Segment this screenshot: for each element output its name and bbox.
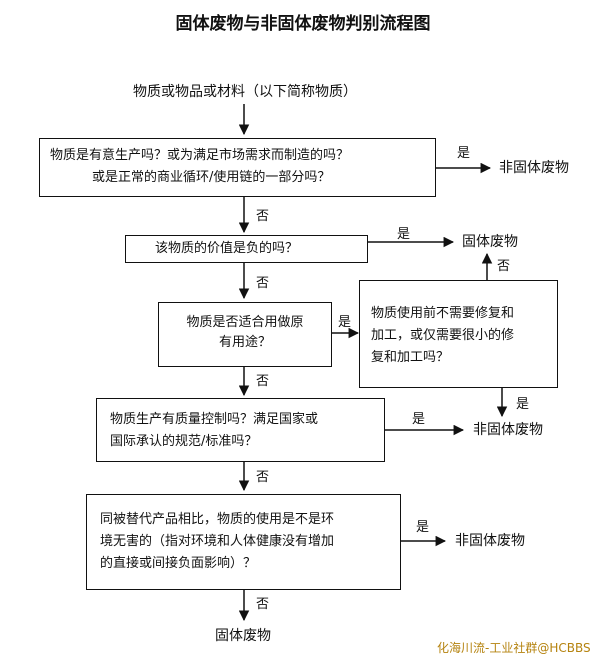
- decision-4-line-2: 国际承认的规范/标准吗？: [110, 434, 258, 449]
- decision-5-line-2: 境无害的（指对环境和人体健康没有增加: [100, 534, 335, 549]
- label-no-5: 否: [256, 597, 270, 612]
- decision-box-2: [125, 235, 368, 263]
- decision-4-line-1: 物质生产有质量控制吗？满足国家或: [110, 412, 319, 427]
- label-yes-4: 是: [412, 412, 426, 427]
- decision-2-line-1: 该物质的价值是负的吗？: [155, 241, 299, 256]
- label-yes-2: 是: [397, 227, 411, 242]
- label-yes-3: 是: [338, 315, 352, 330]
- decision-1-line-1: 物质是有意生产吗？或为满足市场需求而制造的吗？: [50, 148, 350, 163]
- label-no-4: 否: [256, 470, 270, 485]
- decision-3b-line-2: 加工，或仅需要很小的修: [371, 328, 515, 343]
- label-yes-3b: 是: [516, 397, 530, 412]
- decision-5-line-3: 的直接或间接负面影响）？: [100, 556, 257, 571]
- decision-3-line-1: 物质是否适合用做原: [186, 315, 304, 330]
- decision-3b-line-1: 物质使用前不需要修复和: [371, 306, 515, 321]
- watermark: 化海川流-工业社群@HCBBS: [437, 641, 591, 655]
- decision-box-4: [96, 398, 385, 462]
- decision-3-line-2: 有用途？: [218, 335, 271, 350]
- label-no-3: 否: [256, 374, 270, 389]
- decision-box-3: [158, 302, 332, 367]
- outcome-solid-waste-2: 固体废物: [215, 628, 271, 644]
- label-yes-5: 是: [416, 520, 430, 535]
- decision-3b-line-3: 复和加工吗？: [371, 350, 450, 365]
- decision-1-line-2: 或是正常的商业循环/使用链的一部分吗？: [92, 170, 331, 185]
- start-node: 物质或物品或材料（以下简称物质）: [133, 84, 357, 100]
- outcome-non-solid-waste-1: 非固体废物: [499, 160, 569, 176]
- label-no-1: 否: [256, 209, 270, 224]
- decision-5-line-1: 同被替代产品相比，物质的使用是不是环: [100, 512, 335, 527]
- label-no-2: 否: [256, 276, 270, 291]
- decision-box-1: [39, 138, 436, 197]
- decision-box-5: [86, 494, 401, 590]
- label-yes-1: 是: [457, 146, 471, 161]
- label-no-3b: 否: [497, 259, 511, 274]
- outcome-solid-waste-1: 固体废物: [462, 234, 518, 250]
- outcome-non-solid-waste-2: 非固体废物: [473, 422, 543, 438]
- decision-box-3b: [359, 280, 558, 388]
- diagram-title: 固体废物与非固体废物判别流程图: [175, 14, 431, 34]
- outcome-non-solid-waste-3: 非固体废物: [455, 533, 525, 549]
